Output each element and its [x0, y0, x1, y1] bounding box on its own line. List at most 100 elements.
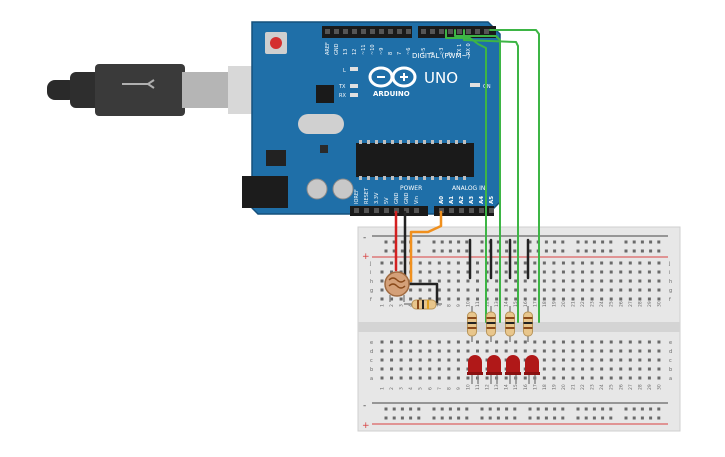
rail-hole[interactable] — [465, 240, 469, 244]
breadboard-hole[interactable] — [581, 270, 585, 274]
rail-hole[interactable] — [432, 416, 436, 420]
breadboard-hole[interactable] — [428, 367, 432, 371]
breadboard-hole[interactable] — [581, 340, 585, 344]
breadboard-hole[interactable] — [619, 349, 623, 353]
breadboard-hole[interactable] — [495, 279, 499, 283]
breadboard-hole[interactable] — [447, 340, 451, 344]
rail-hole[interactable] — [513, 407, 517, 411]
breadboard-hole[interactable] — [504, 270, 508, 274]
breadboard-hole[interactable] — [390, 261, 394, 265]
rail-hole[interactable] — [384, 240, 388, 244]
breadboard-hole[interactable] — [628, 376, 632, 380]
rail-hole[interactable] — [400, 416, 404, 420]
breadboard-hole[interactable] — [495, 340, 499, 344]
rail-hole[interactable] — [601, 416, 605, 420]
breadboard-hole[interactable] — [390, 270, 394, 274]
rail-hole[interactable] — [649, 407, 653, 411]
breadboard-hole[interactable] — [533, 270, 537, 274]
breadboard-hole[interactable] — [380, 279, 384, 283]
rail-hole[interactable] — [553, 249, 557, 253]
rail-hole[interactable] — [457, 249, 461, 253]
rail-hole[interactable] — [657, 249, 661, 253]
breadboard-hole[interactable] — [504, 358, 508, 362]
breadboard-hole[interactable] — [647, 358, 651, 362]
header-pin[interactable] — [334, 29, 339, 34]
breadboard-hole[interactable] — [590, 297, 594, 301]
breadboard-hole[interactable] — [409, 297, 413, 301]
breadboard-hole[interactable] — [514, 261, 518, 265]
usb-cable-icon[interactable] — [47, 64, 266, 116]
rail-hole[interactable] — [400, 240, 404, 244]
breadboard-hole[interactable] — [552, 376, 556, 380]
rail-hole[interactable] — [488, 407, 492, 411]
breadboard-hole[interactable] — [647, 270, 651, 274]
rail-hole[interactable] — [457, 416, 461, 420]
wires[interactable] — [394, 29, 540, 323]
rail-hole[interactable] — [584, 407, 588, 411]
breadboard-hole[interactable] — [628, 367, 632, 371]
power-jack[interactable] — [242, 176, 288, 208]
breadboard-hole[interactable] — [590, 376, 594, 380]
breadboard-hole[interactable] — [657, 349, 661, 353]
rail-hole[interactable] — [601, 249, 605, 253]
header-pin[interactable] — [414, 208, 419, 213]
wire-orange-a0[interactable] — [409, 210, 443, 283]
breadboard-hole[interactable] — [466, 358, 470, 362]
breadboard-hole[interactable] — [485, 297, 489, 301]
breadboard-hole[interactable] — [447, 297, 451, 301]
breadboard-hole[interactable] — [466, 376, 470, 380]
breadboard-hole[interactable] — [571, 288, 575, 292]
breadboard-hole[interactable] — [495, 297, 499, 301]
breadboard-hole[interactable] — [571, 367, 575, 371]
header-pin[interactable] — [439, 208, 444, 213]
rail-hole[interactable] — [624, 249, 628, 253]
rail-hole[interactable] — [465, 249, 469, 253]
rail-hole[interactable] — [624, 416, 628, 420]
breadboard-hole[interactable] — [504, 288, 508, 292]
breadboard-hole[interactable] — [638, 376, 642, 380]
breadboard-hole[interactable] — [437, 270, 441, 274]
breadboard-hole[interactable] — [571, 349, 575, 353]
rail-hole[interactable] — [609, 249, 613, 253]
rail-hole[interactable] — [609, 407, 613, 411]
header-pin[interactable] — [325, 29, 330, 34]
rail-hole[interactable] — [649, 249, 653, 253]
breadboard-hole[interactable] — [657, 358, 661, 362]
rail-hole[interactable] — [561, 240, 565, 244]
rail-hole[interactable] — [657, 416, 661, 420]
breadboard-hole[interactable] — [399, 358, 403, 362]
breadboard-hole[interactable] — [571, 358, 575, 362]
rail-hole[interactable] — [632, 249, 636, 253]
header-pin[interactable] — [384, 208, 389, 213]
breadboard-hole[interactable] — [638, 340, 642, 344]
breadboard-hole[interactable] — [428, 297, 432, 301]
rail-hole[interactable] — [632, 407, 636, 411]
breadboard-hole[interactable] — [456, 279, 460, 283]
photoresistor-icon[interactable] — [384, 271, 410, 302]
breadboard-hole[interactable] — [447, 261, 451, 265]
breadboard-hole[interactable] — [514, 349, 518, 353]
rail-hole[interactable] — [505, 249, 509, 253]
breadboard-hole[interactable] — [418, 297, 422, 301]
rail-hole[interactable] — [392, 240, 396, 244]
rail-hole[interactable] — [400, 249, 404, 253]
breadboard-hole[interactable] — [533, 297, 537, 301]
breadboard-hole[interactable] — [619, 376, 623, 380]
breadboard-hole[interactable] — [561, 340, 565, 344]
breadboard-hole[interactable] — [418, 270, 422, 274]
wire-green-pin1[interactable] — [489, 29, 540, 323]
rail-hole[interactable] — [496, 240, 500, 244]
breadboard-hole[interactable] — [437, 376, 441, 380]
resistor-icon[interactable] — [467, 306, 477, 342]
rail-hole[interactable] — [640, 407, 644, 411]
red-led-icon[interactable] — [467, 355, 483, 384]
breadboard-hole[interactable] — [581, 288, 585, 292]
breadboard-hole[interactable] — [485, 270, 489, 274]
rail-hole[interactable] — [544, 416, 548, 420]
rail-hole[interactable] — [457, 240, 461, 244]
rail-hole[interactable] — [640, 240, 644, 244]
breadboard-hole[interactable] — [456, 261, 460, 265]
rail-hole[interactable] — [657, 407, 661, 411]
rail-hole[interactable] — [465, 407, 469, 411]
breadboard-hole[interactable] — [619, 261, 623, 265]
